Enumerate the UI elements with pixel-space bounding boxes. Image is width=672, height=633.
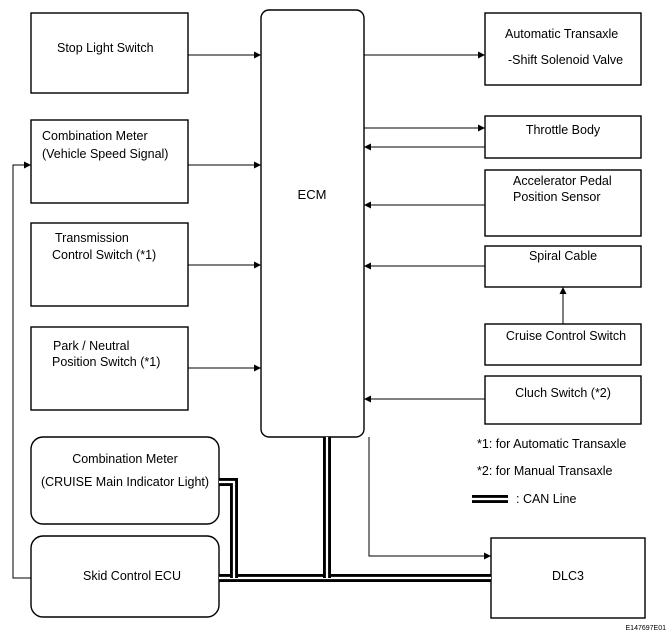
accelerator-pedal-label-2: Position Sensor — [513, 190, 601, 204]
combination-meter-cruise-label: Combination Meter — [72, 452, 178, 466]
combination-meter-speed-label-2: (Vehicle Speed Signal) — [42, 147, 168, 161]
note-automatic-transaxle: *1: for Automatic Transaxle — [477, 437, 626, 451]
wire-ecm-to-dlc3 — [368, 437, 491, 560]
combination-meter-speed-label: Combination Meter — [42, 129, 148, 143]
wire-skid-to-speed-meter — [12, 161, 31, 579]
throttle-body-box — [484, 115, 642, 159]
clutch-switch-label: Cluch Switch (*2) — [515, 386, 611, 400]
park-neutral-switch-label-2: Position Switch (*1) — [52, 355, 160, 369]
figure-code: E147697E01 — [626, 625, 667, 632]
accelerator-pedal-label: Accelerator Pedal — [513, 174, 612, 188]
ecm-label: ECM — [298, 187, 327, 202]
automatic-transaxle-label-2: -Shift Solenoid Valve — [508, 53, 623, 67]
can-line-legend: : CAN Line — [516, 492, 576, 506]
transmission-control-switch-box — [30, 222, 189, 307]
spiral-cable-label: Spiral Cable — [529, 249, 597, 263]
park-neutral-switch-label: Park / Neutral — [53, 339, 129, 353]
transmission-control-switch-label: Transmission — [55, 231, 129, 245]
stop-light-switch-label: Stop Light Switch — [57, 41, 154, 55]
ecm-box — [260, 9, 365, 438]
automatic-transaxle-box — [484, 12, 642, 86]
spiral-cable-box — [484, 245, 642, 288]
combination-meter-speed-box — [30, 119, 189, 204]
park-neutral-switch-box — [30, 326, 189, 411]
cruise-control-switch-label: Cruise Control Switch — [506, 329, 626, 343]
combination-meter-cruise-label-2: (CRUISE Main Indicator Light) — [41, 475, 209, 489]
accelerator-pedal-sensor-box — [484, 169, 642, 237]
can-bus — [219, 437, 508, 582]
stop-light-switch-box — [30, 12, 189, 94]
automatic-transaxle-label: Automatic Transaxle — [505, 27, 618, 41]
cruise-control-switch-box — [484, 323, 642, 366]
throttle-body-label: Throttle Body — [526, 123, 601, 137]
note-manual-transaxle: *2: for Manual Transaxle — [477, 464, 613, 478]
dlc3-label: DLC3 — [552, 569, 584, 583]
clutch-switch-box — [484, 375, 642, 425]
dlc3-box — [490, 537, 646, 619]
transmission-control-switch-label-2: Control Switch (*1) — [52, 248, 156, 262]
skid-control-ecu-label: Skid Control ECU — [83, 569, 181, 583]
